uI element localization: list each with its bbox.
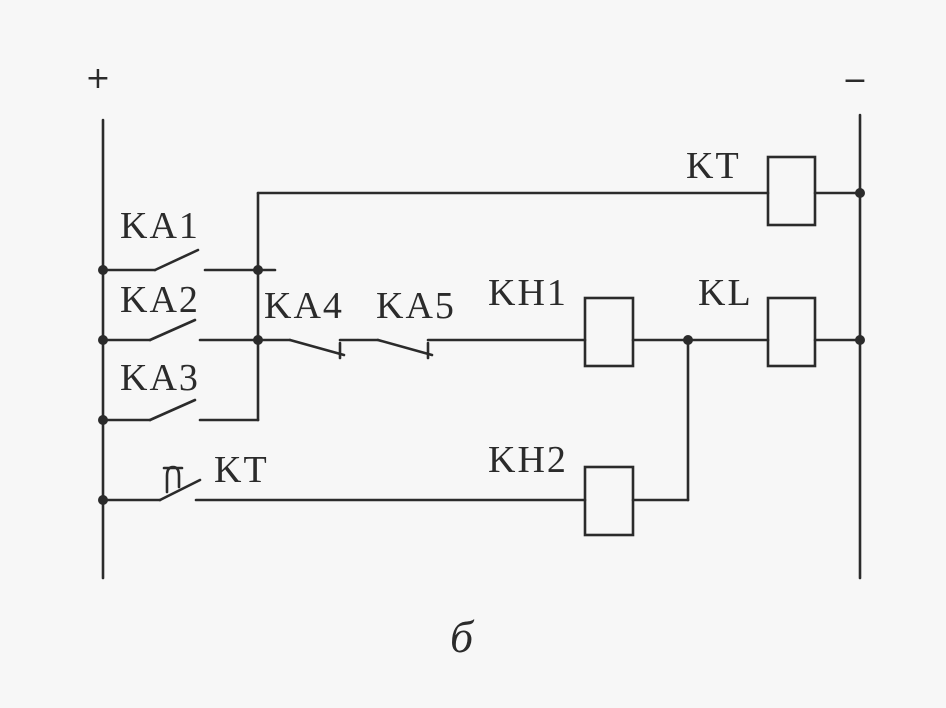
kl-label: KL xyxy=(698,272,753,314)
node-kl-negative xyxy=(855,335,865,345)
ka3-contact-blade xyxy=(148,398,197,422)
kt-contact-blade xyxy=(158,478,202,502)
ka1-contact-blade xyxy=(153,248,200,272)
kh1-label: KH1 xyxy=(488,272,568,314)
ka2-contact-blade xyxy=(148,318,197,342)
ka2-label: KA2 xyxy=(120,279,200,321)
ka3-label: KA3 xyxy=(120,357,200,399)
ka5-contact-blade xyxy=(376,338,434,357)
kt-contact-label: KT xyxy=(214,449,269,491)
kt-coil xyxy=(766,155,817,227)
positive-bus-sign: + xyxy=(85,61,110,96)
node-ka1-collector xyxy=(253,265,263,275)
kt-coil-label: KT xyxy=(686,145,741,187)
ka5-label: KA5 xyxy=(376,285,456,327)
kl-coil xyxy=(766,296,817,368)
negative-bus-sign: − xyxy=(842,63,867,98)
kh1-coil xyxy=(583,296,635,368)
ka1-label: KA1 xyxy=(120,205,200,247)
figure-caption: б xyxy=(450,611,475,662)
ka4-contact-blade xyxy=(288,338,346,357)
kh2-label: KH2 xyxy=(488,439,568,481)
node-kt-negative xyxy=(855,188,865,198)
ka4-label: KA4 xyxy=(264,285,344,327)
